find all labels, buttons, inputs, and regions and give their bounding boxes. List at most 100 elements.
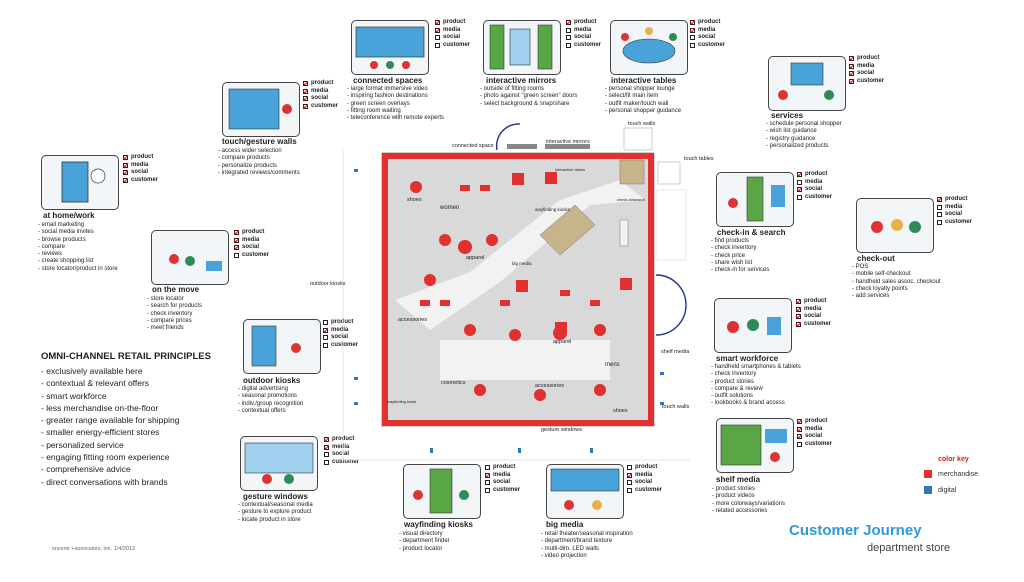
check-label: media xyxy=(805,178,823,185)
customer-journey-title: Customer Journey xyxy=(789,522,922,539)
touch-gesture-walls-check-product: product xyxy=(303,80,338,88)
check-in-search-title: check-in & search xyxy=(717,228,786,237)
checked-box-icon xyxy=(234,237,239,243)
interactive-tables-check-media: media xyxy=(690,27,725,35)
interactive-mirrors-list: outside of fitting roomsphoto against "g… xyxy=(480,86,578,108)
connected-spaces-check-customer: customer xyxy=(435,42,470,50)
check-out-item: check loyalty points xyxy=(852,286,941,293)
interactive-mirrors-check-customer: customer xyxy=(566,42,601,50)
check-in-search-item: check inventory xyxy=(711,245,769,252)
wall-left xyxy=(382,153,388,426)
check-label: product xyxy=(332,436,355,442)
touch-gesture-walls-title: touch/gesture walls xyxy=(222,137,297,146)
map-label-gesture-windows: gesture windows xyxy=(541,427,582,433)
shelf-media-item: product videos xyxy=(712,493,785,500)
big-media-check-media: media xyxy=(627,472,662,480)
gesture-windows-title: gesture windows xyxy=(243,492,308,501)
check-in-search-item: check-in for services xyxy=(711,267,770,274)
gesture-windows-item: contextual/seasonal media xyxy=(238,502,313,509)
interactive-tables-item: outfit maker/touch wall xyxy=(605,101,681,108)
check-label: product xyxy=(242,229,265,235)
connected-spaces-list: large format immersive videoinspiring fa… xyxy=(347,86,444,122)
digital-marker xyxy=(354,169,358,172)
shelf-media-list: product storiesproduct videosmore colorw… xyxy=(712,486,785,515)
connected-space-wall xyxy=(507,144,537,149)
checked-box-icon xyxy=(627,472,632,478)
connected-spaces-check-media: media xyxy=(435,27,470,35)
big-media-list: retail theater/seasonal inspirationdepar… xyxy=(541,531,633,560)
outdoor-kiosks-check-product: product xyxy=(323,319,358,327)
on-the-move-check-social: social xyxy=(234,244,269,252)
map-label-shelf-media: shelf media xyxy=(661,349,690,355)
services-list: schedule personal shopperwish list guida… xyxy=(766,121,842,150)
interactive-mirrors-item: select background & snap/share xyxy=(480,101,577,108)
services-sketch xyxy=(768,56,846,111)
principle-item: smaller energy-efficient stores xyxy=(41,426,179,438)
principle-item: contextual & relevant offers xyxy=(41,377,179,389)
checked-box-icon xyxy=(323,327,328,333)
checked-box-icon xyxy=(123,162,128,168)
at-home-work-item: store locator/product in store xyxy=(38,266,118,273)
interactive-tables-item: personal shopper guidance xyxy=(605,108,681,115)
fixture-rack xyxy=(590,300,600,306)
wayfinding-kiosks-item: department finder xyxy=(399,538,450,545)
shelf-media-check-customer: customer xyxy=(797,441,832,449)
outdoor-kiosks-item: digital advertising xyxy=(238,386,303,393)
entrance-arc-right xyxy=(655,274,687,336)
smart-workforce-item: check inventory xyxy=(711,371,801,378)
checked-box-icon xyxy=(324,437,329,443)
big-media-check-customer: customer xyxy=(627,487,662,495)
check-in-search-sketch xyxy=(716,172,794,227)
wayfinding-kiosks-list: visual directorydepartment finderproduct… xyxy=(399,531,450,553)
touch-tables-grid xyxy=(657,161,681,185)
on-the-move-item: check inventory xyxy=(147,311,202,318)
empty-box-icon xyxy=(566,42,571,48)
map-label-cosmetics: cosmetics xyxy=(441,380,466,386)
empty-box-icon xyxy=(485,480,490,486)
fixture-box xyxy=(555,322,567,334)
big-media-item: department/brand texture xyxy=(541,538,633,545)
fixture xyxy=(424,274,436,286)
smart-workforce-item: outfit solutions xyxy=(711,393,801,400)
check-label: media xyxy=(805,425,823,432)
checked-box-icon xyxy=(797,187,802,193)
fixture-rack xyxy=(480,185,490,191)
at-home-work-check-customer: customer xyxy=(123,177,158,185)
fixture xyxy=(464,324,476,336)
fixture xyxy=(474,384,486,396)
wall-bottom xyxy=(382,420,654,426)
principle-item: less merchandise on-the-floor xyxy=(41,402,179,414)
at-home-work-item: social media invites xyxy=(38,229,118,236)
big-media-check-social: social xyxy=(627,479,662,487)
check-label: product xyxy=(805,171,828,177)
services-item: personalized products xyxy=(766,143,842,150)
checked-box-icon xyxy=(123,170,128,176)
map-label-touch-tables: touch tables xyxy=(684,156,714,162)
on-the-move-check-product: product xyxy=(234,229,269,237)
check-in-search-item: find products xyxy=(711,238,769,245)
smart-workforce-check-media: media xyxy=(796,306,831,314)
connected-spaces-item: teleconference with remote experts xyxy=(347,115,444,122)
check-out-item: POS xyxy=(852,264,941,271)
touch-gesture-walls-item: access wider selection xyxy=(218,148,300,155)
check-label: social xyxy=(805,433,823,439)
shelf-media-item: more colorways/variations xyxy=(712,501,785,508)
at-home-work-check-media: media xyxy=(123,162,158,170)
check-label: customer xyxy=(635,486,663,493)
at-home-work-check-social: social xyxy=(123,169,158,177)
interactive-mirrors-item: photo against "green screen" doors xyxy=(480,93,578,100)
fixture xyxy=(553,326,567,340)
checked-box-icon xyxy=(303,103,308,109)
wayfinding-kiosks-item: visual directory xyxy=(399,531,450,538)
entrance-arc-top xyxy=(495,123,521,151)
fixture-box xyxy=(545,172,557,184)
services-check-social: social xyxy=(849,70,884,78)
fitting-block xyxy=(619,219,629,247)
wall-top xyxy=(382,153,654,159)
